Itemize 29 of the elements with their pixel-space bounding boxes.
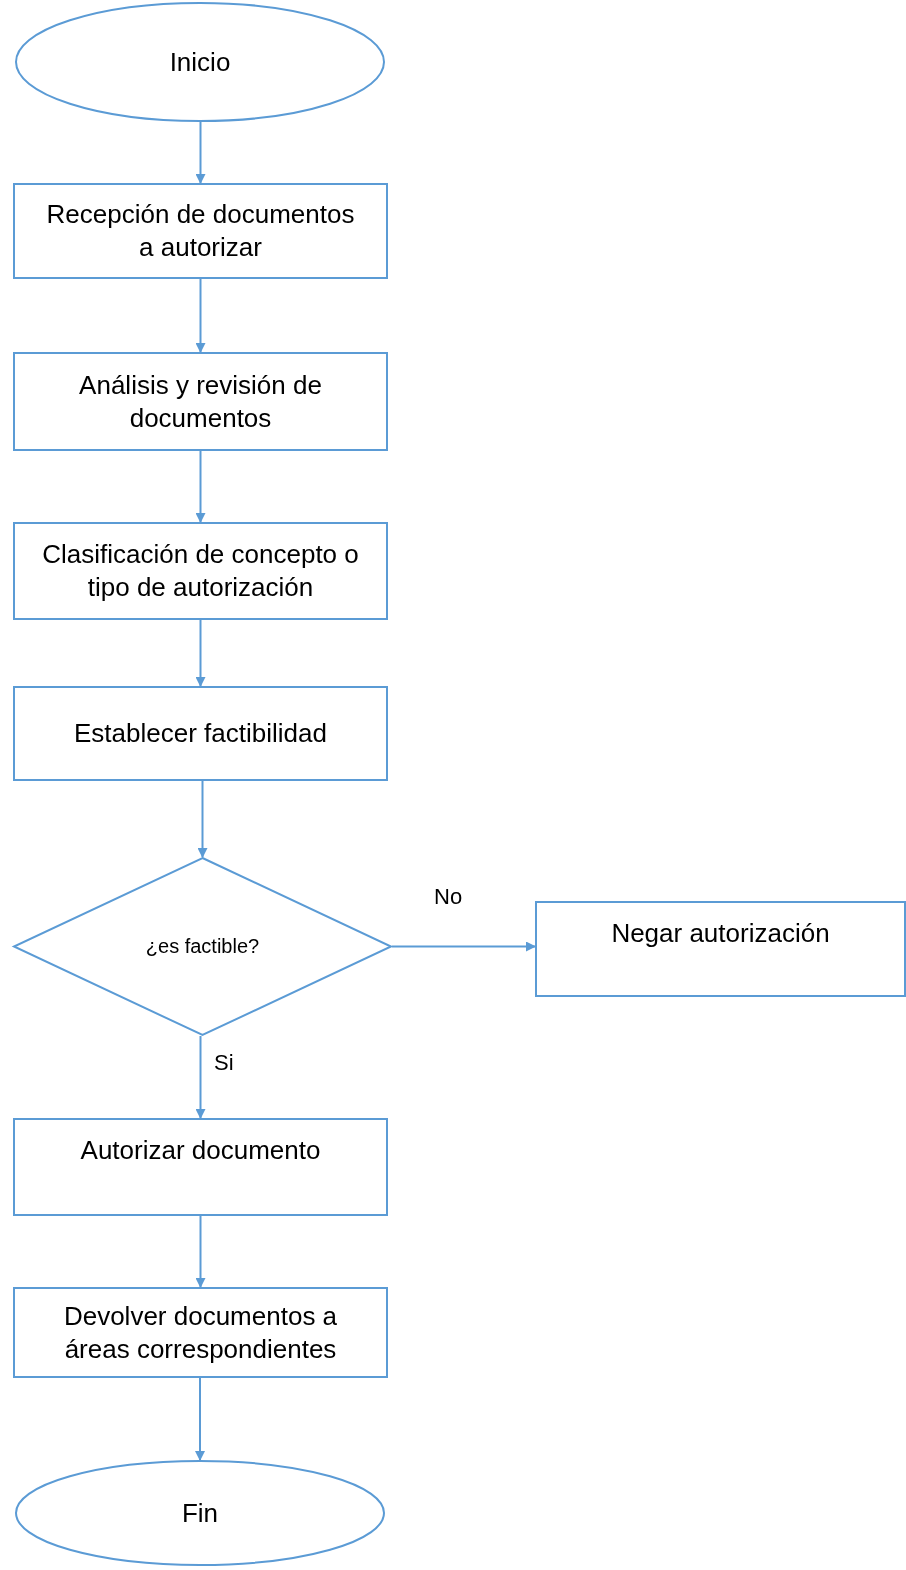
node-text: Inicio xyxy=(169,45,231,79)
terminal-ellipse xyxy=(15,2,385,122)
node-text: Clasificación de concepto o tipo de autorización xyxy=(41,538,360,604)
process-box xyxy=(13,522,388,620)
process-box xyxy=(13,686,388,781)
arrow xyxy=(195,1377,205,1461)
arrow xyxy=(195,619,206,687)
node-text: Devolver documentos a áreas correspondientes xyxy=(62,1299,339,1366)
process-box xyxy=(13,1287,388,1378)
process-box xyxy=(13,1118,388,1216)
node-text: Negar autorización xyxy=(611,917,830,950)
node-text: Análisis y revisión de documentos xyxy=(78,368,323,435)
terminal-ellipse xyxy=(15,1460,385,1566)
arrow xyxy=(195,121,206,184)
decision-diamond xyxy=(13,857,392,1036)
node-text: Fin xyxy=(181,1496,219,1530)
arrow xyxy=(195,1215,206,1288)
process-box xyxy=(535,901,906,997)
arrow xyxy=(197,780,208,858)
node-text: Recepción de documentos a autorizar xyxy=(45,198,356,264)
arrow xyxy=(195,1035,206,1119)
arrow xyxy=(195,278,206,353)
process-box xyxy=(13,183,388,279)
arrow xyxy=(391,941,536,952)
process-box xyxy=(13,352,388,451)
node-text: ¿es factible? xyxy=(145,934,260,959)
node-text: Autorizar documento xyxy=(80,1134,321,1167)
node-text: Establecer factibilidad xyxy=(74,717,327,750)
arrow xyxy=(195,450,206,523)
